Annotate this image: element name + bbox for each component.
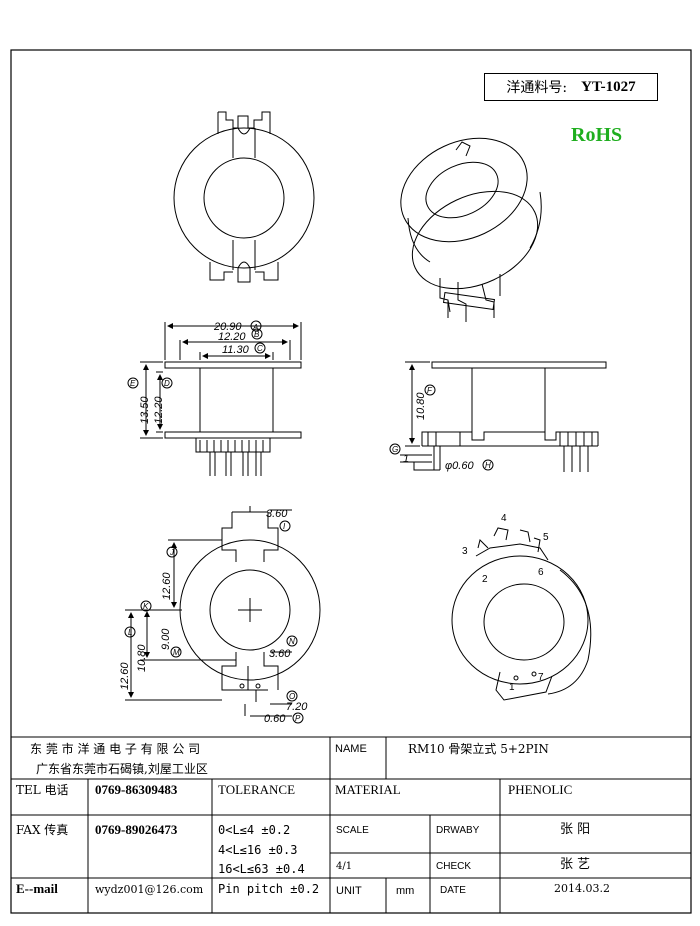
dim-j-value: 12.60 xyxy=(161,572,173,600)
title-block-grid xyxy=(11,736,691,913)
company-name: 东 莞 市 洋 通 电 子 有 限 公 司 xyxy=(30,742,201,756)
date-label: DATE xyxy=(440,885,466,896)
dim-h-value: φ0.60 xyxy=(445,460,474,472)
dim-c-value: 11.30 xyxy=(222,344,250,356)
part-number-label: 洋通料号: xyxy=(506,80,568,96)
dim-e-letter: E xyxy=(130,379,136,388)
dim-o-value: 7.20 xyxy=(286,701,308,713)
email-value: wydz001@126.com xyxy=(95,883,204,896)
pin-1: 1 xyxy=(509,682,515,693)
dim-g-value: 1 xyxy=(403,453,409,465)
dim-d-letter: D xyxy=(164,379,170,388)
bottom-view xyxy=(125,506,321,717)
pin-numbers: 1 2 3 4 5 6 7 xyxy=(462,513,549,693)
unit-label: UNIT xyxy=(336,885,362,897)
dim-i-letter: I xyxy=(283,522,286,531)
part-number-value: YT-1027 xyxy=(581,78,636,95)
dim-h-letter: H xyxy=(485,461,491,470)
side-view-right xyxy=(400,361,607,472)
date-value: 2014.03.2 xyxy=(554,882,610,895)
unit-value: mm xyxy=(396,885,415,897)
name-value: RM10 骨架立式 5+2PIN xyxy=(408,742,549,756)
tolerance-row-4: Pin pitch ±0.2 xyxy=(218,882,320,896)
fax-value: 0769-89026473 xyxy=(95,822,178,837)
fax-label: FAX 传真 xyxy=(16,823,69,837)
scale-label: SCALE xyxy=(336,825,369,836)
drawby-label: DRWABY xyxy=(436,825,480,836)
dim-o-letter: O xyxy=(289,692,295,701)
dim-p-letter: P xyxy=(295,714,301,723)
tel-label: TEL 电话 xyxy=(16,783,69,797)
dim-n-value: 9.00 xyxy=(160,628,172,650)
dim-f-letter: F xyxy=(427,386,433,395)
front-view xyxy=(173,111,315,283)
pin-6: 6 xyxy=(538,567,544,578)
dim-m-letter: M xyxy=(173,648,180,657)
dim-g-letter: G xyxy=(392,445,398,454)
tolerance-row-2: 4<L≤16 ±0.3 xyxy=(218,843,298,857)
scale-value: 4/1 xyxy=(336,861,353,872)
dim-c-letter: C xyxy=(257,344,263,353)
dim-j-letter: J xyxy=(169,548,175,557)
dim-a-letter: A xyxy=(252,323,258,332)
dim-l-letter: L xyxy=(128,628,132,637)
email-label: E--mail xyxy=(16,881,58,896)
company-address: 广东省东莞市石碣镇,刘屋工业区 xyxy=(36,762,208,776)
sheet-border xyxy=(10,49,692,914)
iso-view-top xyxy=(400,137,542,322)
tolerance-row-1: 0<L≤4 ±0.2 xyxy=(218,823,291,837)
name-label: NAME xyxy=(335,743,367,755)
material-value: PHENOLIC xyxy=(508,782,573,797)
check-label: CHECK xyxy=(436,861,472,872)
tolerance-row-3: 16<L≤63 ±0.4 xyxy=(218,862,305,876)
bottom-view-labels: 3.60 I J 12.60 K L 12.60 10.80 9.00 M N … xyxy=(119,508,308,725)
dim-f-value: 10.80 xyxy=(415,392,427,420)
side-view-dim-labels: 20.90 A 12.20 B 11.30 C 13.50 E 12.20 D xyxy=(127,320,266,424)
dim-m-value: 10.80 xyxy=(136,644,148,672)
pin-7: 7 xyxy=(538,672,544,683)
rohs-mark: RoHS xyxy=(571,124,623,146)
dim-l-value: 12.60 xyxy=(119,662,131,690)
dim-a-value: 20.90 xyxy=(213,321,242,333)
pin-5: 5 xyxy=(543,532,549,543)
dim-n2-value: 3.60 xyxy=(269,648,291,660)
dim-e-value: 13.50 xyxy=(139,396,151,424)
dim-p-value: 0.60 xyxy=(264,713,286,725)
check-value: 张 艺 xyxy=(560,857,591,872)
side-view xyxy=(140,322,302,476)
dim-n-letter: N xyxy=(289,637,295,646)
tolerance-label: TOLERANCE xyxy=(218,782,296,797)
tel-value: 0769-86309483 xyxy=(95,782,178,797)
pin-4: 4 xyxy=(501,513,507,524)
side-view-right-labels: 10.80 F G 1 φ0.60 H xyxy=(389,384,494,472)
pin-2: 2 xyxy=(482,574,488,585)
pin-3: 3 xyxy=(462,546,468,557)
dim-b-value: 12.20 xyxy=(218,331,246,343)
dim-k-letter: K xyxy=(143,602,149,611)
dim-d-value: 12.20 xyxy=(153,396,165,424)
dim-i-value: 3.60 xyxy=(266,508,288,520)
dim-b-letter: B xyxy=(254,330,260,339)
part-number-box: 洋通料号: YT-1027 xyxy=(484,73,658,101)
drawby-value: 张 阳 xyxy=(560,822,591,837)
iso-view-bottom xyxy=(451,527,592,701)
material-label: MATERIAL xyxy=(335,782,401,797)
